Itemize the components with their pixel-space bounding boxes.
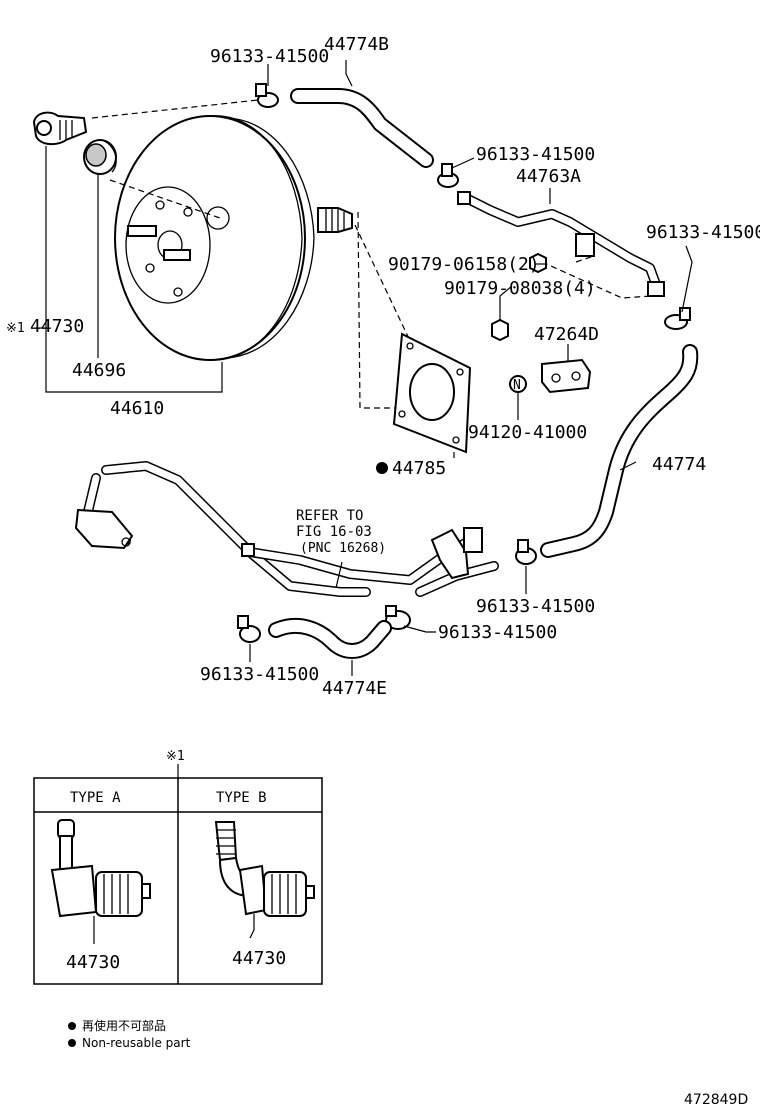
clamp-right-1 xyxy=(437,163,459,188)
hose-44774 xyxy=(540,344,699,558)
brake-booster xyxy=(114,115,353,361)
label-pin-94120-41000: 94120-41000 xyxy=(468,422,587,443)
label-nut-90179-08038: 90179-08038(4) xyxy=(444,278,596,299)
vacuum-pipe xyxy=(74,461,499,597)
label-nut-90179-06158: 90179-06158(2) xyxy=(388,254,540,275)
clamp-top-left xyxy=(255,83,279,108)
label-gasket-44785: 44785 xyxy=(392,458,446,479)
label-booster-44610: 44610 xyxy=(110,398,164,419)
clamp-bottom-left xyxy=(237,615,261,643)
tube-44763A xyxy=(457,191,665,297)
label-clamp-right-1: 96133-41500 xyxy=(476,144,595,165)
legend-en: Non-reusable part xyxy=(82,1036,191,1050)
label-clamp-right-2: 96133-41500 xyxy=(646,222,760,243)
label-clamp-bottom-left: 96133-41500 xyxy=(200,664,319,685)
hose-44774B xyxy=(290,88,434,168)
type-b-part-number: 44730 xyxy=(232,948,286,969)
grommet-44696 xyxy=(83,139,117,175)
clamp-bottom-center xyxy=(515,539,537,565)
check-valve-44730 xyxy=(32,111,88,146)
legend-dot-jp xyxy=(68,1022,76,1030)
legend-dot-en xyxy=(68,1039,76,1047)
type-a-valve xyxy=(50,819,151,944)
gasket-44785 xyxy=(392,332,472,454)
type-table: TYPE A TYPE B 44730 44730 xyxy=(33,777,323,985)
clamp-right-2 xyxy=(664,307,691,330)
label-refer-line1: REFER TO xyxy=(296,508,363,524)
type-table-marker: ※1 xyxy=(166,749,185,764)
label-clamp-bottom-right: 96133-41500 xyxy=(438,622,557,643)
label-hose-44774E: 44774E xyxy=(322,678,387,699)
label-refer-line2: FIG 16-03 xyxy=(296,524,372,540)
hose-44774E xyxy=(268,618,392,659)
label-check-valve-44730: 44730 xyxy=(30,316,84,337)
nut-90179-06158 xyxy=(529,252,547,274)
label-grommet-44696: 44696 xyxy=(72,360,126,381)
label-clamp-bottom-center: 96133-41500 xyxy=(476,596,595,617)
label-clamp-top-left: 96133-41500 xyxy=(210,46,329,67)
label-tube-44763A: 44763A xyxy=(516,166,581,187)
type-a-header: TYPE A xyxy=(70,790,121,806)
legend-jp: 再使用不可部品 xyxy=(82,1018,166,1033)
label-bracket-47264D: 47264D xyxy=(534,324,599,345)
clamp-bottom-right xyxy=(385,605,411,630)
label-refer-line3: (PNC 16268) xyxy=(300,541,386,556)
label-n-marker: N xyxy=(513,378,521,393)
type-b-header: TYPE B xyxy=(216,790,267,806)
non-reusable-dot xyxy=(376,462,388,474)
nut-90179-08038 xyxy=(491,318,509,342)
type-b-valve xyxy=(214,821,315,939)
label-hose-44774B: 44774B xyxy=(324,34,389,55)
type-a-part-number: 44730 xyxy=(66,952,120,973)
label-check-valve-marker: ※1 xyxy=(6,321,25,336)
illustration-id: 472849D xyxy=(684,1092,748,1108)
bracket-47264D xyxy=(541,358,592,394)
legend: 再使用不可部品 Non-reusable part xyxy=(68,1018,191,1050)
label-hose-44774: 44774 xyxy=(652,454,706,475)
